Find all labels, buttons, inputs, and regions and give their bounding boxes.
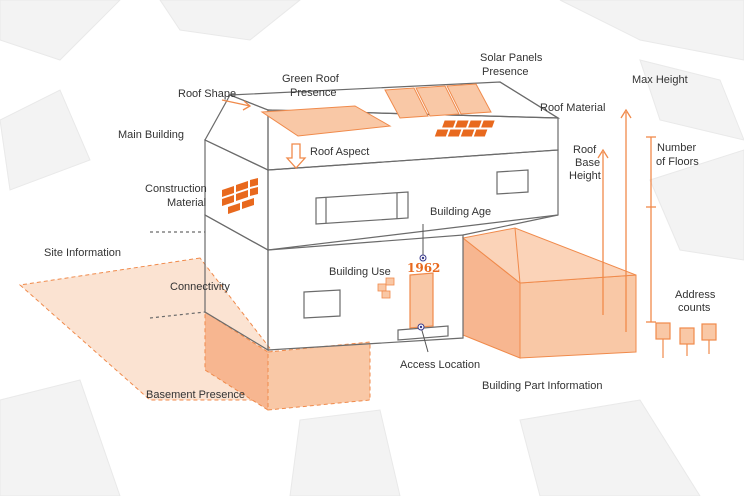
label-building-use: Building Use [329,266,391,278]
label-roof-aspect: Roof Aspect [310,146,369,158]
roof-shape-arrow [221,99,252,111]
label-year: 1962 [407,261,440,275]
label-green-roof-1: Green Roof [282,73,340,85]
label-access-location: Access Location [400,359,480,371]
solar-panels [384,83,492,119]
label-green-roof-2: Presence [290,87,336,99]
label-max-height: Max Height [632,74,688,86]
label-solar-1: Solar Panels [480,52,543,64]
construction-bricks [222,178,258,214]
label-solar-2: Presence [482,66,528,78]
label-building-age: Building Age [430,206,491,218]
address-mailboxes [655,322,717,358]
label-address-1: Address [675,289,716,301]
label-floors-2: of Floors [656,156,699,168]
building-part-annex [461,227,637,359]
label-roof-base-3: Height [569,170,601,182]
roof-material-tiles [433,119,497,138]
label-roof-base-1: Roof [573,144,597,156]
basement-box [204,311,371,411]
label-building-part: Building Part Information [482,380,602,392]
label-basement: Basement Presence [146,389,245,401]
label-construction-2: Material [167,197,206,209]
main-building [149,81,561,352]
height-indicators [597,108,656,332]
label-address-2: counts [678,302,711,314]
label-roof-material: Roof Material [540,102,605,114]
building-use-icon [377,277,395,299]
annotation-markers [417,224,429,353]
label-connectivity: Connectivity [170,281,230,293]
roof-aspect-arrow [285,143,307,169]
label-construction-1: Construction [145,183,207,195]
label-roof-shape: Roof Shape [178,88,236,100]
label-main-building: Main Building [118,129,184,141]
label-floors-1: Number [657,142,696,154]
green-roof-patch [260,105,392,137]
label-site-information: Site Information [44,247,121,259]
label-roof-base-2: Base [575,157,600,169]
